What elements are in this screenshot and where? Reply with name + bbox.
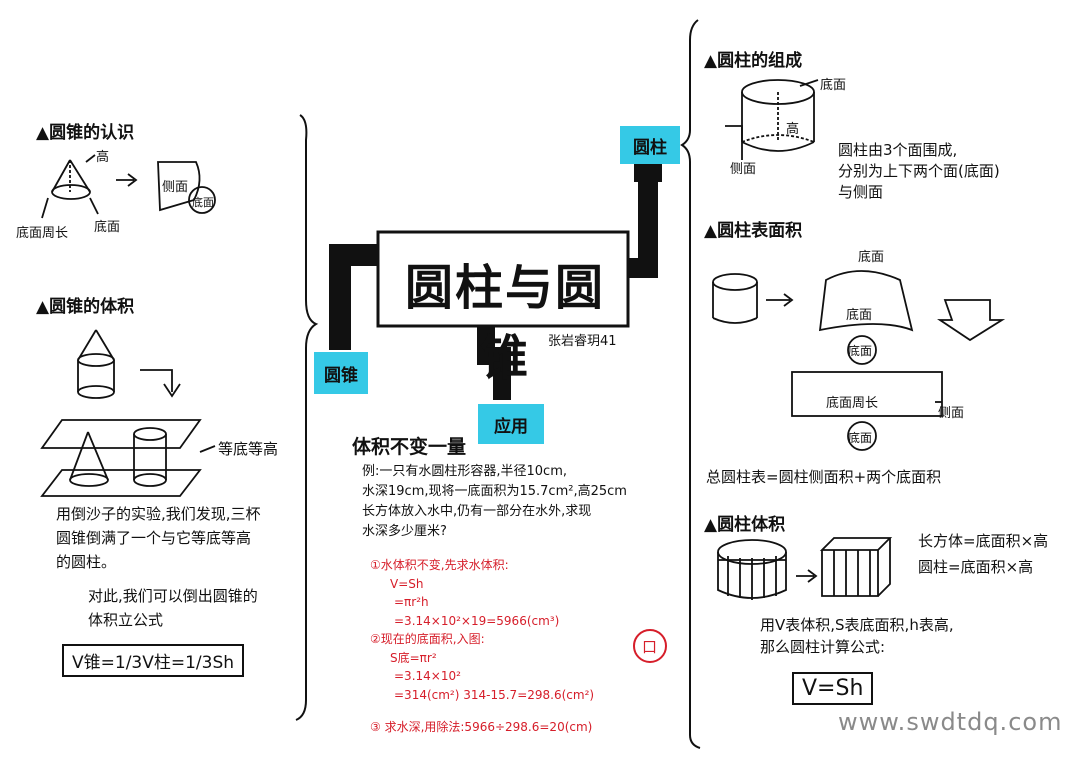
surface-label-base-left: 底面 (848, 344, 873, 358)
equal-base-height-label: 等底等高 (218, 440, 279, 458)
bend-arrow-left (140, 369, 181, 398)
solution-steps: ①水体积不变,先求水体积: V=Sh =πr²h =3.14×10²×19=59… (370, 556, 594, 737)
cone-recognition-title: ▲圆锥的认识 (36, 123, 135, 143)
surface-summary: 总圆柱表=圆柱侧面积+两个底面积 (706, 468, 942, 486)
cone-volume-title: ▲圆锥的体积 (36, 297, 135, 317)
cone-sketch (41, 154, 99, 219)
right-bracket (680, 19, 701, 749)
cylinder-surface (712, 270, 1006, 451)
application-title: 体积不变一量 (352, 436, 467, 458)
problem-line: 水深19cm,现将一底面积为15.7cm²,高25cm (362, 484, 627, 499)
planes-sketch (40, 419, 216, 497)
connector-right (628, 178, 658, 278)
cuboid-formula: 长方体=底面积×高 (918, 532, 1049, 550)
problem-text: 例:一只有水圆柱形容器,半径10cm, 水深19cm,现将一底面积为15.7cm… (362, 462, 627, 542)
text-line: 用倒沙子的实验,我们发现,三杯 (56, 505, 261, 523)
surface-label-base-circ: 底面周长 (826, 396, 879, 411)
cylinder-volume-title: ▲圆柱体积 (704, 515, 786, 535)
problem-line: 长方体放入水中,仍有一部分在水外,求现 (362, 504, 592, 519)
solution-step: =3.14×10² (394, 669, 461, 683)
volume-text: 用V表体积,S表底面积,h表高, 那么圆柱计算公式: (760, 614, 954, 658)
surface-label-base-bottom: 底面 (848, 431, 873, 445)
composition-text: 圆柱由3个面围成, 分别为上下两个面(底面) 与侧面 (838, 140, 1000, 203)
problem-line: 例:一只有水圆柱形容器,半径10cm, (362, 464, 567, 479)
surface-label-side: 侧面 (938, 406, 965, 421)
branch-cylinder[interactable]: 圆柱 (620, 126, 680, 164)
cone-volume-text: 用倒沙子的实验,我们发现,三杯 圆锥倒满了一个与它等底等高 的圆柱。 (56, 502, 261, 574)
circle-symbol: 口 (642, 638, 658, 656)
composition-label-side: 侧面 (730, 162, 757, 177)
solution-step: ③ 求水深,用除法:5966÷298.6=20(cm) (370, 720, 593, 734)
solution-step: =πr²h (394, 595, 429, 609)
text-line: 分别为上下两个面(底面) (838, 162, 1000, 180)
cone-label-base-circ: 底面周长 (16, 226, 69, 241)
text-line: 用V表体积,S表底面积,h表高, (760, 616, 954, 634)
cylinder-surface-title: ▲圆柱表面积 (704, 221, 803, 241)
solution-step: ②现在的底面积,入图: (370, 632, 485, 646)
solution-step: V=Sh (390, 576, 424, 591)
composition-label-height: 高 (786, 122, 800, 137)
connector-bottom (477, 326, 511, 400)
solution-step: S底=πr² (390, 650, 437, 665)
arrow-1 (116, 173, 138, 187)
text-line: 与侧面 (838, 183, 884, 201)
central-title: 圆柱与圆锥 (404, 260, 605, 386)
surface-label-base-mid: 底面 (846, 308, 873, 323)
cylinder-composition (725, 79, 819, 160)
solution-step: =3.14×10²×19=5966(cm³) (394, 613, 560, 628)
text-line: 体积立公式 (88, 611, 164, 629)
title-box (376, 230, 630, 328)
text-line: 的圆柱。 (56, 553, 117, 571)
cylinder-formula: 圆柱=底面积×高 (918, 558, 1034, 576)
cylinder-volume-formula: V=Sh (792, 672, 874, 705)
problem-line: 水深多少厘米? (362, 524, 447, 539)
cone-cylinder-small (77, 329, 115, 399)
text-line: 圆锥倒满了一个与它等底等高 (56, 529, 252, 547)
cylinder-composition-title: ▲圆柱的组成 (704, 51, 803, 71)
watermark: www.swdtdq.com (838, 708, 1063, 736)
text-line: 圆柱由3个面围成, (838, 141, 958, 159)
cone-volume-formula: V锥=1/3V柱=1/3Sh (62, 644, 245, 677)
cone-net-label-side: 侧面 (162, 180, 189, 195)
branch-application[interactable]: 应用 (478, 404, 544, 444)
cone-net (157, 161, 216, 214)
solution-step: =314(cm²) 314-15.7=298.6(cm²) (394, 687, 595, 702)
composition-label-base: 底面 (820, 78, 847, 93)
text-line: 那么圆柱计算公式: (760, 638, 886, 656)
left-bracket (295, 114, 319, 721)
cone-volume-text-2: 对此,我们可以倒出圆锥的 体积立公式 (88, 584, 258, 632)
text-line: 对此,我们可以倒出圆锥的 (88, 587, 258, 605)
surface-label-base-top: 底面 (858, 250, 885, 265)
cone-label-height: 高 (96, 150, 110, 165)
cone-label-base: 底面 (94, 220, 121, 235)
connector-left (329, 244, 378, 350)
circle-symbol-ring (633, 629, 667, 663)
cylinder-volume-sketch (717, 537, 893, 600)
cone-net-label-base: 底面 (192, 196, 214, 209)
solution-step: ①水体积不变,先求水体积: (370, 558, 509, 572)
branch-cone[interactable]: 圆锥 (314, 352, 368, 394)
author-signature: 张岩睿玥41 (548, 334, 617, 349)
